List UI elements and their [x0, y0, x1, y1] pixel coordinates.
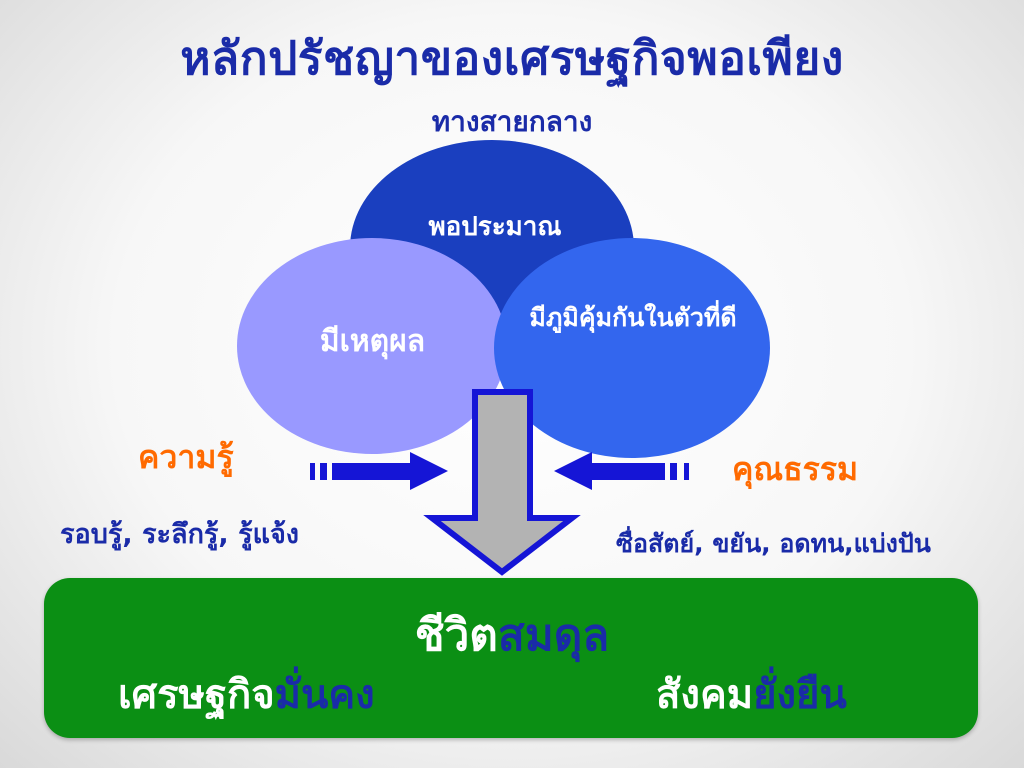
outcome-life-word: ชีวิต [414, 610, 498, 661]
outcome-balanced-life: ชีวิตสมดุล [0, 600, 1024, 670]
outcome-sustainable-word: ยั่งยืน [753, 672, 847, 718]
outcome-economy-word: เศรษฐกิจ [118, 672, 275, 718]
outcome-balance-word: สมดุล [497, 610, 610, 661]
outcome-society-word: สังคม [656, 672, 754, 718]
arrow-down-icon [423, 389, 581, 576]
circle-label-reasonableness: มีเหตุผล [319, 324, 426, 359]
circle-label-moderation: พอประมาณ [428, 212, 562, 242]
circle-reasonableness [237, 238, 507, 454]
arrow-left-icon [554, 452, 689, 490]
outcome-society: สังคมยั่งยืน [656, 662, 847, 726]
page-subtitle: ทางสายกลาง [431, 105, 593, 138]
condition-virtue: คุณธรรม [732, 450, 859, 488]
outcome-panel [44, 578, 978, 738]
outcome-stable-word: มั่นคง [274, 672, 375, 718]
condition-knowledge: ความรู้ [138, 438, 234, 476]
virtue-description: ซื่อสัตย์, ขยัน, อดทน,แบ่งปัน [616, 529, 931, 558]
page-title: หลักปรัชญาของเศรษฐกิจพอเพียง [180, 31, 844, 85]
knowledge-description: รอบรู้, ระลึกรู้, รู้แจ้ง [60, 519, 299, 550]
outcome-economy: เศรษฐกิจมั่นคง [118, 662, 375, 726]
circle-immunity [494, 238, 770, 458]
arrow-right-icon [310, 452, 448, 490]
circle-label-immunity: มีภูมิคุ้มกันในตัวที่ดี [529, 303, 737, 332]
